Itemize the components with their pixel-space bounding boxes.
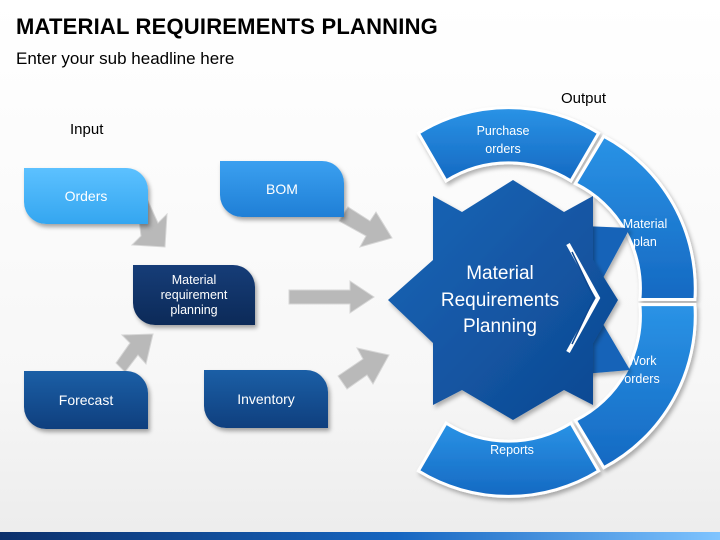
mrp-box-line3: planning <box>170 302 218 317</box>
bom-box: BOM <box>220 161 344 217</box>
forecast-box: Forecast <box>24 371 148 429</box>
reports-label: Reports <box>490 443 534 457</box>
mrp-box-line2: requirement <box>160 287 228 302</box>
arc-purchase-orders <box>416 106 601 183</box>
arrow-inventory-to-center <box>337 347 390 390</box>
work-orders-line2: orders <box>624 372 659 386</box>
output-label: Output <box>561 90 607 107</box>
chevron-right-icon <box>566 243 601 353</box>
material-plan-line1: Material <box>623 217 667 231</box>
center-text-line3: Planning <box>463 316 537 337</box>
bottom-accent-bar <box>0 532 720 540</box>
orders-box: Orders <box>24 168 148 224</box>
center-hexagon <box>388 180 618 420</box>
purchase-orders-line2: orders <box>485 142 520 156</box>
arrow-forecast-to-mrp <box>115 333 154 373</box>
material-plan-line2: plan <box>633 235 657 249</box>
material-requirement-planning-box: Material requirement planning <box>133 265 255 325</box>
purchase-orders-line1: Purchase <box>477 124 530 138</box>
work-orders-line1: Work <box>628 354 658 368</box>
inventory-box: Inventory <box>204 370 328 428</box>
arc-reports <box>416 421 601 498</box>
arrow-mrp-to-center <box>288 280 375 314</box>
arc-work-orders <box>573 302 697 470</box>
center-text-line2: Requirements <box>441 290 559 311</box>
arc-material-plan <box>573 134 697 302</box>
input-label: Input <box>70 121 104 138</box>
mrp-box-line1: Material <box>171 272 217 287</box>
arrow-bom-to-center <box>338 206 393 248</box>
page-title: MATERIAL REQUIREMENTS PLANNING <box>16 14 438 39</box>
page-subtitle: Enter your sub headline here <box>16 49 235 68</box>
center-text-line1: Material <box>466 263 534 284</box>
